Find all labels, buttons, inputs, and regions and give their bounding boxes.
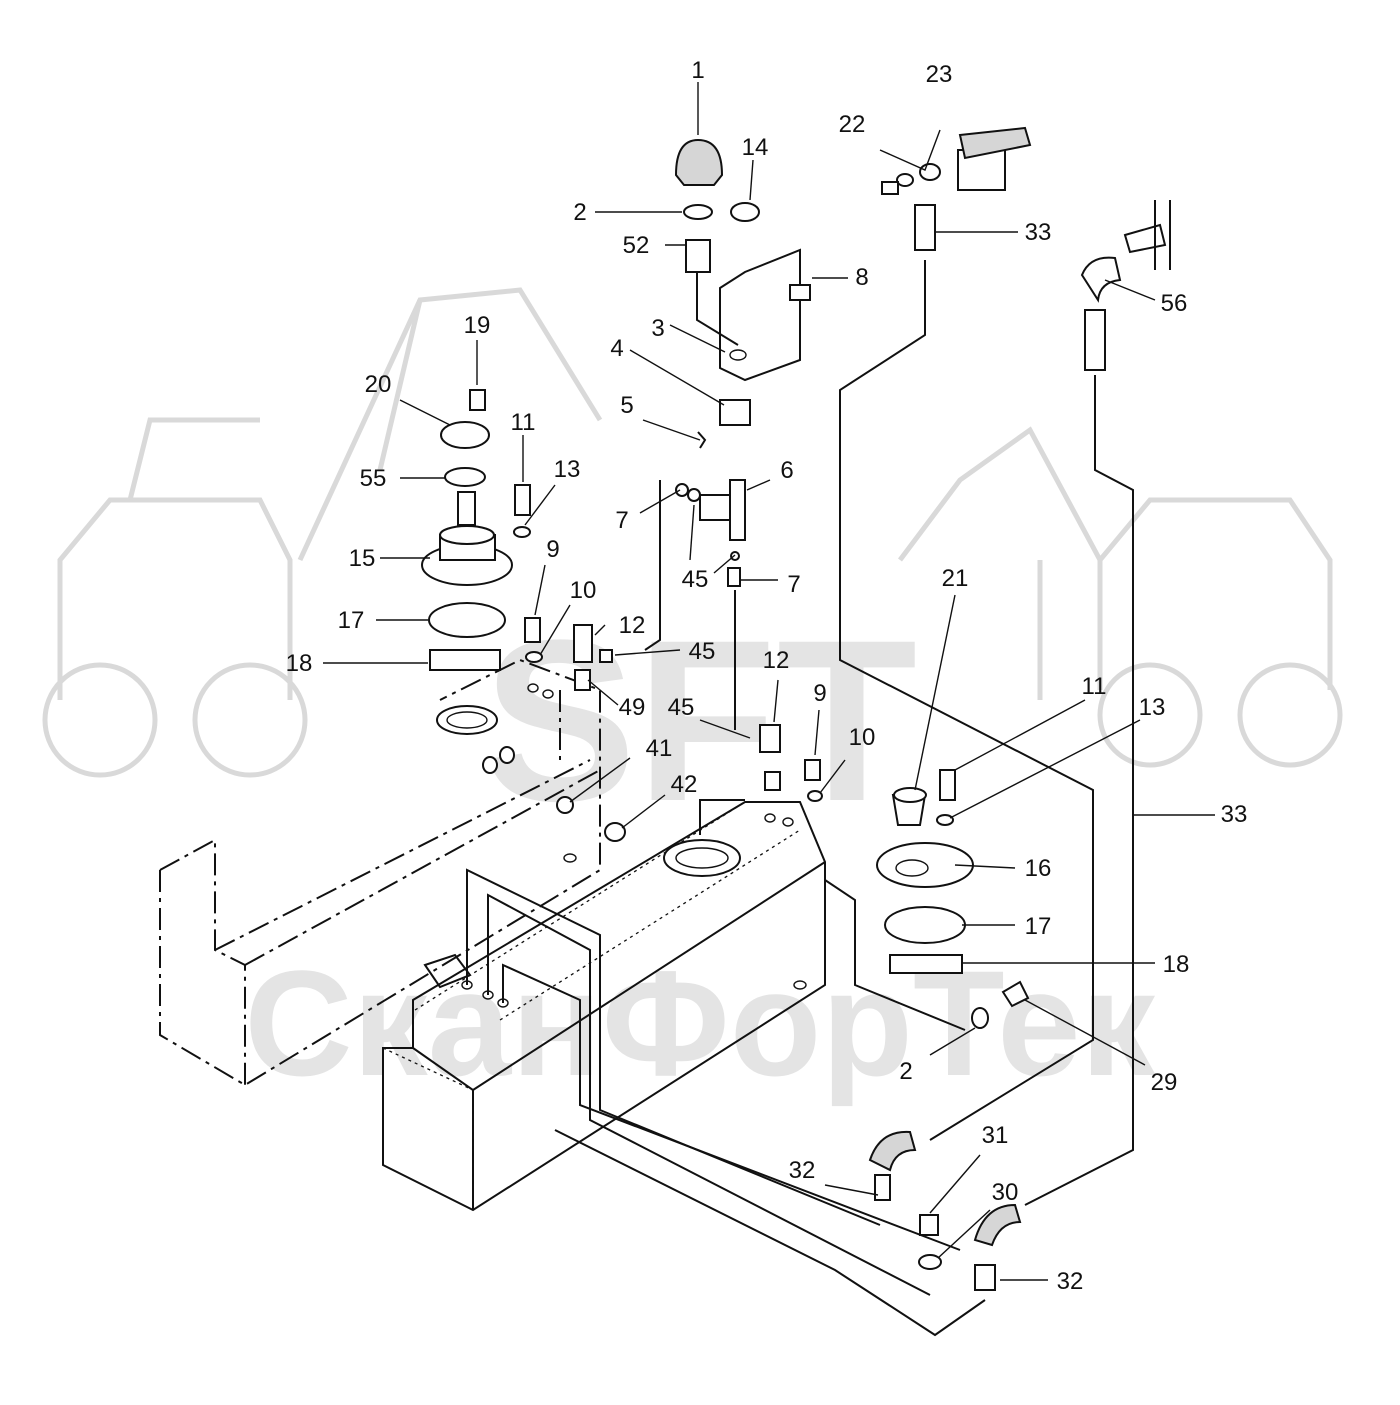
callout-7a: 7 (615, 507, 628, 534)
parts (421, 126, 1171, 1291)
callout-52: 52 (623, 232, 650, 259)
callout-13b: 13 (1139, 694, 1166, 721)
callout-17b: 17 (1025, 913, 1052, 940)
callout-1: 1 (691, 57, 704, 84)
callout-8: 8 (855, 264, 868, 291)
watermark-loader-icon (898, 426, 1343, 768)
callout-45c: 45 (668, 694, 695, 721)
callout-56: 56 (1161, 290, 1188, 317)
fuel-tank (159, 658, 826, 1212)
callout-10b: 10 (849, 724, 876, 751)
callout-3: 3 (651, 315, 664, 342)
callout-45b: 45 (689, 638, 716, 665)
callout-45a: 45 (682, 566, 709, 593)
callout-21: 21 (942, 565, 969, 592)
callout-41: 41 (646, 735, 673, 762)
callout-2b: 2 (899, 1058, 912, 1085)
callout-11b: 11 (1082, 673, 1107, 700)
callout-16: 16 (1025, 855, 1052, 882)
callout-55: 55 (360, 465, 387, 492)
callout-18b: 18 (1163, 951, 1190, 978)
callout-33b: 33 (1221, 801, 1248, 828)
leader-lines (323, 82, 1215, 1281)
callout-33a: 33 (1025, 219, 1052, 246)
callout-2: 2 (573, 199, 586, 226)
callout-19: 19 (464, 312, 491, 339)
callout-10a: 10 (570, 577, 597, 604)
watermark-brand: СканФорТек (244, 939, 1156, 1107)
callout-49: 49 (619, 694, 646, 721)
callout-15: 15 (349, 545, 376, 572)
callout-32b: 32 (1057, 1268, 1084, 1295)
callout-4: 4 (610, 335, 623, 362)
watermark-tractor-icon (42, 287, 603, 778)
callout-17a: 17 (338, 607, 365, 634)
callout-22: 22 (839, 111, 866, 138)
callout-31: 31 (982, 1122, 1009, 1149)
callout-20: 20 (365, 371, 392, 398)
callout-7b: 7 (787, 571, 800, 598)
callout-18a: 18 (286, 650, 313, 677)
callout-5: 5 (620, 392, 633, 419)
callout-12a: 12 (619, 612, 646, 639)
callout-42: 42 (671, 771, 698, 798)
callout-12b: 12 (763, 647, 790, 674)
pipe-lines (466, 260, 1134, 1337)
callout-6: 6 (780, 457, 793, 484)
callout-23: 23 (926, 61, 953, 88)
callout-30: 30 (992, 1179, 1019, 1206)
callout-32a: 32 (789, 1157, 816, 1184)
callout-13a: 13 (554, 456, 581, 483)
callout-29: 29 (1151, 1069, 1178, 1096)
callout-labels: 1 2 52 14 8 3 4 5 6 7 7 45 45 45 22 23 3… (286, 57, 1248, 1295)
callout-14: 14 (742, 134, 769, 161)
callout-9a: 9 (546, 536, 559, 563)
callout-11a: 11 (511, 409, 536, 436)
callout-9b: 9 (813, 680, 826, 707)
